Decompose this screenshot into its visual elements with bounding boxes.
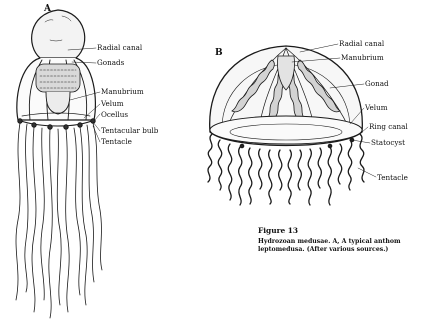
label-velum-b: Velum xyxy=(365,104,388,111)
panel-label-a: A xyxy=(44,4,51,14)
panel-label-b: B xyxy=(215,48,223,58)
leptomedusa-drawing xyxy=(208,44,376,205)
label-radial-canal-b: Radial canal xyxy=(339,40,384,47)
anthomedusa-drawing xyxy=(16,10,102,318)
label-tentacle-b: Tentacle xyxy=(377,174,408,181)
figure-caption-text: Hydrozoan medusae. A, A typical anthom l… xyxy=(258,238,430,255)
label-ring-canal-b: Ring canal xyxy=(369,123,408,130)
label-statocyst-b: Statocyst xyxy=(371,139,405,146)
label-gonad-b: Gonad xyxy=(365,80,389,87)
label-manubrium-b: Manubrium xyxy=(341,54,384,61)
label-ocellus-a: Ocellus xyxy=(101,111,128,118)
figure-caption-title: Figure 13 xyxy=(258,226,298,235)
label-radial-canal-a: Radial canal xyxy=(97,44,142,51)
label-tentacular-bulb-a: Tentacular bulb xyxy=(101,127,158,134)
label-tentacle-a: Tentacle xyxy=(101,138,132,145)
label-manubrium-a: Manubrium xyxy=(101,88,144,95)
label-gonads-a: Gonads xyxy=(97,59,124,66)
label-velum-a: Velum xyxy=(101,100,124,107)
